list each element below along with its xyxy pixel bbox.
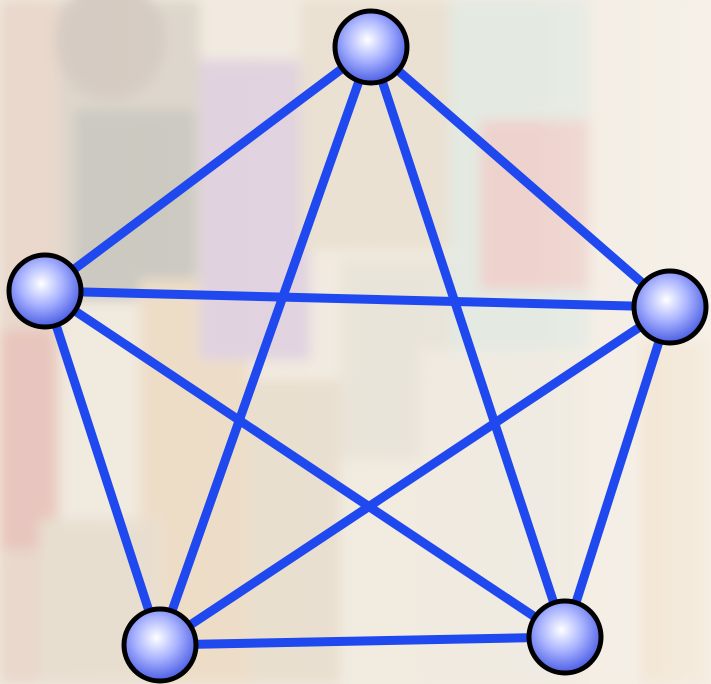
edge-n-left-n-bottom-right	[45, 291, 565, 637]
edge-n-top-n-bottom-left	[160, 47, 371, 645]
edge-n-left-n-right	[45, 291, 670, 307]
graph-edges	[45, 47, 670, 645]
edge-n-right-n-bottom-right	[565, 307, 670, 637]
node-right	[634, 271, 706, 343]
edge-n-bottom-left-n-bottom-right	[160, 637, 565, 645]
edge-n-right-n-bottom-left	[160, 307, 670, 645]
node-bottom-right	[529, 601, 601, 673]
edge-n-left-n-bottom-left	[45, 291, 160, 645]
node-top	[335, 11, 407, 83]
graph-nodes	[9, 11, 706, 681]
node-bottom-left	[124, 609, 196, 681]
node-left	[9, 255, 81, 327]
edge-n-top-n-left	[45, 47, 371, 291]
